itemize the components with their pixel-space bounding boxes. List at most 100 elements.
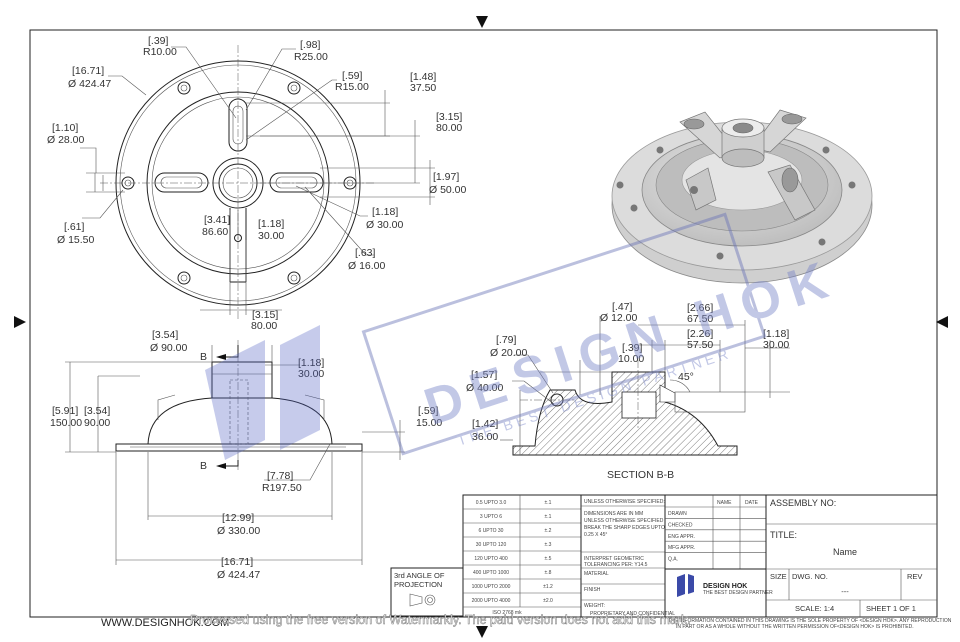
dim-s6-mm: 10.00 bbox=[618, 353, 644, 365]
projection-box: 3rd ANGLE OF PROJECTION bbox=[390, 567, 464, 617]
projection-symbol-icon bbox=[409, 593, 436, 607]
iso-note: ISO 2768 mk bbox=[492, 610, 522, 616]
dim-f7-mm: Ø 330.00 bbox=[217, 525, 260, 537]
dim-f3-in: [5.91] bbox=[52, 405, 78, 417]
notes-block: UNLESS OTHERWISE SPECIFIED: DIMENSIONS A… bbox=[580, 494, 675, 618]
dim-d11-mm: 30.00 bbox=[258, 230, 284, 242]
dim-d7-mm: Ø 28.00 bbox=[47, 134, 85, 146]
sheet-label: SHEET 1 OF 1 bbox=[866, 604, 916, 613]
tolerance-value: ±.8 bbox=[545, 570, 552, 576]
notes-dims1: DIMENSIONS ARE IN MM bbox=[584, 511, 643, 517]
front-view: B B bbox=[65, 340, 405, 565]
section-view bbox=[500, 316, 790, 456]
dim-d12-mm: Ø 15.50 bbox=[57, 234, 95, 246]
dim-s6-in: [.39] bbox=[622, 342, 643, 354]
tolerance-range: 2000 UPTO 4000 bbox=[472, 598, 511, 604]
tolerance-value: ±1.2 bbox=[543, 584, 553, 590]
title-value: Name bbox=[833, 547, 857, 557]
dim-f2-in: [1.18] bbox=[298, 357, 324, 369]
notes-interp2: TOLERANCING PER: Y14.5 bbox=[584, 562, 648, 568]
dim-d8-in: [1.97] bbox=[433, 171, 459, 183]
tolerance-value: ±.5 bbox=[545, 556, 552, 562]
dim-d3-mm: R15.00 bbox=[335, 81, 369, 93]
dim-d7-in: [1.10] bbox=[52, 122, 78, 134]
dim-d13-mm: Ø 16.00 bbox=[348, 260, 386, 272]
approval-row-label: DRAWN bbox=[668, 511, 687, 517]
approval-row-label: MFG APPR. bbox=[668, 545, 695, 551]
dim-f1-in: [3.54] bbox=[152, 329, 178, 341]
section-mark-b-top: B bbox=[200, 351, 207, 363]
dim-d10-in: [3.41] bbox=[204, 214, 230, 226]
legal-line2: IN PART OR AS A WHOLE WITHOUT THE WRITTE… bbox=[676, 624, 914, 630]
assembly-label: ASSEMBLY NO: bbox=[770, 498, 836, 508]
dim-f3-mm: 150.00 bbox=[50, 417, 82, 429]
dim-d14-in: [3.15] bbox=[252, 309, 278, 321]
dim-d1-in: [.39] bbox=[148, 35, 169, 47]
notes-weight: WEIGHT: bbox=[584, 603, 605, 609]
approvals-date-col: DATE bbox=[745, 500, 759, 506]
rev-label: REV bbox=[907, 572, 922, 581]
title-logo: DESIGN HOK THE BEST DESIGN PARTNER bbox=[664, 568, 773, 618]
dim-d12-in: [.61] bbox=[64, 221, 85, 233]
tolerance-value: ±.3 bbox=[545, 542, 552, 548]
section-mark-b-bottom: B bbox=[200, 460, 207, 472]
dim-f4-in: [3.54] bbox=[84, 405, 110, 417]
notes-finish: FINISH bbox=[584, 587, 601, 593]
dim-s3-in: [2.26] bbox=[687, 328, 713, 340]
dim-s1-mm: Ø 12.00 bbox=[600, 312, 638, 324]
notes-material: MATERIAL bbox=[584, 571, 609, 577]
dim-d8-mm: Ø 50.00 bbox=[429, 184, 467, 196]
notes-dims2: UNLESS OTHERWISE SPECIFIED bbox=[584, 518, 664, 524]
dim-d10-mm: 86.60 bbox=[202, 226, 228, 238]
approval-row-label: ENG APPR. bbox=[668, 534, 695, 540]
notes-dims3: BREAK THE SHARP EDGES UPTO bbox=[584, 525, 665, 531]
dim-d14-mm: 80.00 bbox=[251, 320, 277, 332]
tolerance-range: 400 UPTO 1000 bbox=[473, 570, 509, 576]
dim-d4-mm: 37.50 bbox=[410, 82, 436, 94]
projection-line1: 3rd ANGLE OF bbox=[394, 571, 445, 580]
tolerance-range: 30 UPTO 120 bbox=[476, 542, 507, 548]
dim-s2-in: [2.66] bbox=[687, 302, 713, 314]
top-view-dimensions: [.39] R10.00 [.98] R25.00 [.59] R15.00 [… bbox=[47, 35, 467, 332]
notes-interp1: INTERPRET GEOMETRIC bbox=[584, 556, 644, 562]
dwg-label: DWG. NO. bbox=[792, 572, 828, 581]
section-title: SECTION B-B bbox=[607, 469, 674, 481]
dim-f2-mm: 30.00 bbox=[298, 368, 324, 380]
approvals-name-col: NAME bbox=[717, 500, 732, 506]
tolerance-value: ±.2 bbox=[545, 528, 552, 534]
dim-d11-in: [1.18] bbox=[258, 218, 284, 230]
dim-s5-mm: Ø 20.00 bbox=[490, 347, 528, 359]
dim-d6-in: [3.15] bbox=[436, 111, 462, 123]
processed-notice: Processed using the free version of Wate… bbox=[190, 613, 691, 627]
dim-s8-mm: 36.00 bbox=[472, 431, 498, 443]
dim-s8-in: [1.42] bbox=[472, 418, 498, 430]
tolerance-range: 120 UPTO 400 bbox=[474, 556, 507, 562]
dim-d2-mm: R25.00 bbox=[294, 51, 328, 63]
angle-label: 45° bbox=[678, 371, 694, 383]
dim-d1-mm: R10.00 bbox=[143, 46, 177, 58]
section-dimensions: [.47] Ø 12.00 [2.66] 67.50 [2.26] 57.50 … bbox=[466, 301, 789, 481]
title-block: ASSEMBLY NO: TITLE: Name SIZE DWG. NO. -… bbox=[765, 494, 938, 618]
tolerance-value: ±2.0 bbox=[543, 598, 553, 604]
dim-f5-in: [.59] bbox=[418, 405, 439, 417]
dwg-value: --- bbox=[841, 587, 849, 596]
legal-line1: THE INFORMATION CONTAINED IN THIS DRAWIN… bbox=[668, 618, 952, 624]
logo-text: DESIGN HOK bbox=[703, 583, 747, 590]
title-label: TITLE: bbox=[770, 530, 797, 540]
dim-f1-mm: Ø 90.00 bbox=[150, 342, 188, 354]
dim-s2-mm: 67.50 bbox=[687, 313, 713, 325]
dim-d5-in: [16.71] bbox=[72, 65, 104, 77]
isometric-render bbox=[611, 109, 873, 284]
dim-f8-in: [16.71] bbox=[221, 556, 253, 568]
notes-header: UNLESS OTHERWISE SPECIFIED: bbox=[584, 499, 665, 505]
design-hok-logo-icon bbox=[677, 574, 694, 597]
dim-f4-mm: 90.00 bbox=[84, 417, 110, 429]
dim-f5-mm: 15.00 bbox=[416, 417, 442, 429]
tolerance-value: ±.1 bbox=[545, 514, 552, 520]
dim-d3-in: [.59] bbox=[342, 70, 363, 82]
front-view-dimensions: [3.54] Ø 90.00 [1.18] 30.00 [5.91] 150.0… bbox=[50, 329, 442, 581]
dim-d5-mm: Ø 424.47 bbox=[68, 78, 111, 90]
dim-f6-mm: R197.50 bbox=[262, 482, 302, 494]
